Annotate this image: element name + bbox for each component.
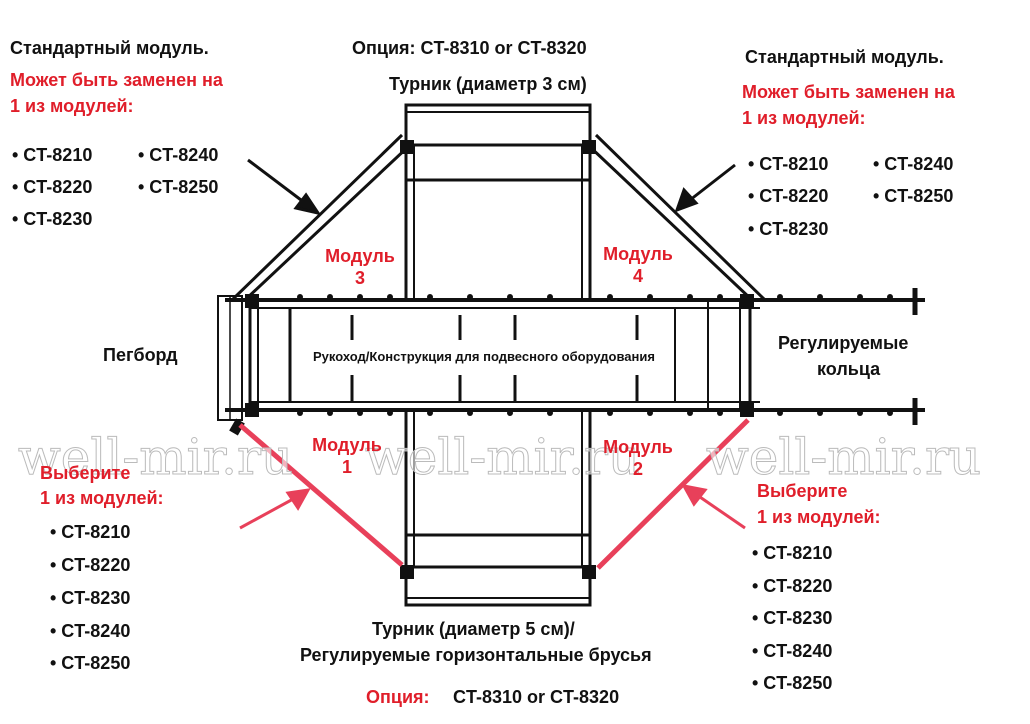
list-item: • CT-8230 [752,608,833,628]
top-left-title: Стандартный модуль. [10,38,209,58]
watermark: well-mir.ru [705,428,982,487]
arrow-icon [247,158,306,205]
rings-label: Регулируемые [778,333,909,353]
center-label: Рукоход/Конструкция для подвесного обору… [313,349,655,364]
top-left-note: 1 из модулей: [10,96,134,116]
list-item: • CT-8230 [50,588,131,608]
module-2-beam [596,418,750,570]
list-item: • CT-8210 [752,543,833,563]
module-word: Модуль [325,246,395,266]
top-bar-label: Турник (диаметр 3 см) [389,74,587,94]
module-number: 2 [632,459,643,479]
list-item: • CT-8250 [752,673,833,693]
list-item: • CT-8230 [748,219,829,239]
list-item: • CT-8240 [752,641,833,661]
watermark: well-mir.ru [17,428,294,487]
top-right-note: Может быть заменен на [742,82,955,102]
rings-label: кольца [817,359,881,379]
module-word: Модуль [312,435,382,455]
module-number: 4 [632,266,643,286]
bottom-right-note: Выберите [757,481,848,501]
top-right-note: 1 из модулей: [742,108,866,128]
top-bar-frame [404,103,592,302]
bottom-option-value: CT-8310 or CT-8320 [453,687,620,707]
module-word: Модуль [603,244,673,264]
module-3-beam [230,133,404,302]
list-item: • CT-8240 [138,145,219,165]
arrow-icon [689,163,736,202]
list-item: • CT-8240 [873,154,954,174]
list-item: • CT-8210 [12,145,93,165]
module-4-beam [594,133,767,302]
bottom-option-label: Опция: [366,687,430,707]
list-item: • CT-8250 [50,653,131,673]
module-word: Модуль [603,437,673,457]
list-item: • CT-8220 [50,555,131,575]
list-item: • CT-8250 [138,177,219,197]
top-left-note: Может быть заменен на [10,70,223,90]
pegboard-label: Пегборд [103,345,178,365]
bottom-bar-label: Регулируемые горизонтальные брусья [300,645,652,665]
list-item: • CT-8250 [873,186,954,206]
bottom-left-note: Выберите [40,463,131,483]
list-item: • CT-8210 [748,154,829,174]
arrow-icon [239,496,296,530]
bottom-right-note: 1 из модулей: [757,507,881,527]
module-1-beam [238,423,404,567]
module-number: 1 [341,457,352,477]
list-item: • CT-8240 [50,621,131,641]
list-item: • CT-8230 [12,209,93,229]
top-option: Опция: CT-8310 or CT-8320 [352,38,587,58]
bottom-bar-label: Турник (диаметр 5 см)/ [372,619,575,639]
arrow-icon [696,493,746,530]
list-item: • CT-8220 [12,177,93,197]
watermark: well-mir.ru [364,428,641,487]
module-number: 3 [354,268,365,288]
list-item: • CT-8220 [748,186,829,206]
list-item: • CT-8210 [50,522,131,542]
top-right-title: Стандартный модуль. [745,47,944,67]
bottom-left-note: 1 из модулей: [40,488,164,508]
list-item: • CT-8220 [752,576,833,596]
